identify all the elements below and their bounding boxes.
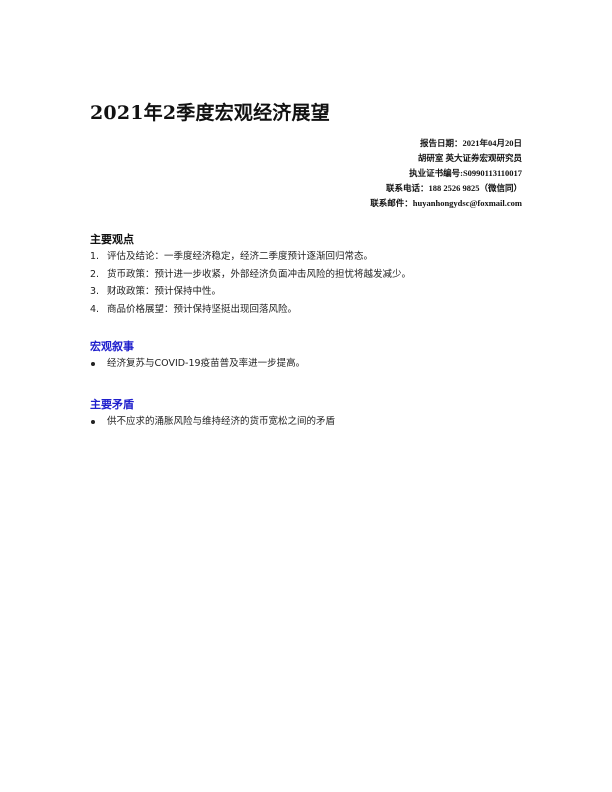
list-item-text: 经济复苏与COVID-19疫苗普及率进一步提高。	[107, 358, 306, 369]
list-item-text: 供不应求的涌胀风险与维持经济的货币宽松之间的矛盾	[107, 416, 336, 427]
bullet-icon	[91, 362, 95, 366]
list-item: 3. 财政政策：预计保持中性。	[90, 283, 411, 301]
license-number: 执业证书编号:S0990113110017	[409, 168, 522, 178]
author-line: 胡研室 英大证券宏观研究员	[417, 153, 522, 163]
report-date: 报告日期：2021年04月20日	[419, 138, 522, 148]
macro-narrative-list: 经济复苏与COVID-19疫苗普及率进一步提高。	[90, 355, 305, 373]
list-marker: 1.	[90, 251, 100, 262]
list-item-text: 商品价格展望：预计保持坚挺出现回落风险。	[107, 303, 298, 315]
list-marker: 2.	[90, 268, 100, 280]
list-marker: 3.	[90, 286, 100, 297]
list-item: 2. 货币政策：预计进一步收紧，外部经济负面冲击风险的担忧将越发减少。	[90, 266, 411, 284]
list-item: 供不应求的涌胀风险与维持经济的货币宽松之间的矛盾	[90, 413, 335, 431]
list-item-text: 财政政策：预计保持中性。	[107, 286, 222, 297]
main-contradiction-list: 供不应求的涌胀风险与维持经济的货币宽松之间的矛盾	[90, 413, 335, 431]
list-item: 经济复苏与COVID-19疫苗普及率进一步提高。	[90, 355, 305, 373]
list-item: 4. 商品价格展望：预计保持坚挺出现回落风险。	[90, 301, 411, 319]
contact-phone: 联系电话：188 2526 9825（微信同）	[385, 183, 522, 193]
main-points-heading: 主要观点	[90, 233, 134, 246]
contact-email: 联系邮件：huyanhongydsc@foxmail.com	[370, 198, 522, 208]
report-meta-block: 报告日期：2021年04月20日 胡研室 英大证券宏观研究员 执业证书编号:S0…	[370, 136, 522, 211]
bullet-icon	[91, 420, 95, 424]
report-title: 2021年2季度宏观经济展望	[90, 102, 330, 124]
list-marker: 4.	[90, 303, 100, 315]
list-item-text: 货币政策：预计进一步收紧，外部经济负面冲击风险的担忧将越发减少。	[107, 268, 412, 280]
macro-narrative-heading: 宏观叙事	[90, 340, 134, 353]
main-contradiction-heading: 主要矛盾	[90, 398, 134, 411]
list-item: 1. 评估及结论：一季度经济稳定，经济二季度预计逐渐回归常态。	[90, 248, 411, 266]
list-item-text: 评估及结论：一季度经济稳定，经济二季度预计逐渐回归常态。	[107, 251, 374, 262]
main-points-list: 1. 评估及结论：一季度经济稳定，经济二季度预计逐渐回归常态。 2. 货币政策：…	[90, 248, 411, 318]
